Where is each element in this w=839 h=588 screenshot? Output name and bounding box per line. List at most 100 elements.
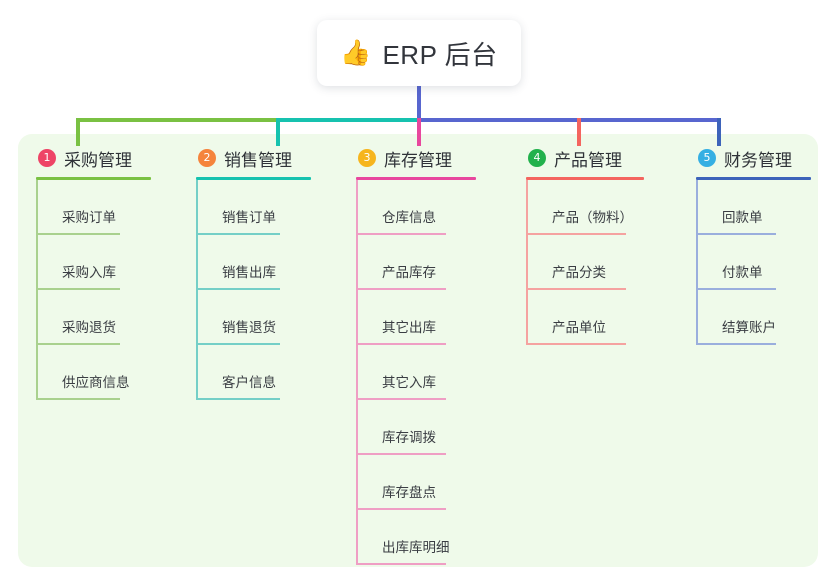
root-node-erp-backend[interactable]: 👍 ERP 后台 [317, 20, 521, 86]
list-item-label: 回款单 [722, 210, 763, 225]
column-4: 4 产品管理产品（物料）产品分类产品单位 [526, 146, 644, 345]
list-item[interactable]: 产品分类 [526, 235, 654, 290]
list-item[interactable]: 库存调拨 [356, 400, 474, 455]
list-item[interactable]: 回款单 [696, 180, 804, 235]
list-item[interactable]: 客户信息 [196, 345, 308, 400]
list-item[interactable]: 销售订单 [196, 180, 308, 235]
list-item-label: 产品库存 [382, 265, 436, 280]
list-item-label: 库存盘点 [382, 485, 436, 500]
list-item-rule [358, 233, 446, 235]
drop-product [577, 118, 581, 146]
column-rule-1 [36, 177, 151, 180]
list-item-label: 产品（物料） [552, 210, 633, 225]
list-item-rule [358, 453, 446, 455]
drop-purchasing [76, 118, 80, 146]
column-spine-2 [196, 180, 198, 400]
list-item-label: 供应商信息 [62, 375, 130, 390]
column-items-3: 仓库信息产品库存其它出库其它入库库存调拨库存盘点出库库明细 [356, 180, 476, 565]
column-2: 2 销售管理销售订单销售出库销售退货客户信息 [196, 146, 311, 400]
list-item[interactable]: 库存盘点 [356, 455, 474, 510]
column-title-2: 销售管理 [224, 150, 292, 170]
list-item[interactable]: 产品（物料） [526, 180, 654, 235]
column-title-3: 库存管理 [384, 150, 452, 170]
list-item-rule [698, 288, 776, 290]
list-item[interactable]: 结算账户 [696, 290, 804, 345]
list-item-rule [38, 343, 120, 345]
column-3: 3 库存管理仓库信息产品库存其它出库其它入库库存调拨库存盘点出库库明细 [356, 146, 476, 565]
column-badge-5: 5 [698, 149, 716, 167]
drop-finance [717, 118, 721, 146]
column-badge-2: 2 [198, 149, 216, 167]
list-item[interactable]: 付款单 [696, 235, 804, 290]
list-item-label: 其它入库 [382, 375, 436, 390]
list-item-rule [198, 288, 280, 290]
list-item-rule [358, 398, 446, 400]
column-spine-1 [36, 180, 38, 400]
column-badge-3: 3 [358, 149, 376, 167]
list-item-rule [198, 343, 280, 345]
root-node-label: ERP 后台 [382, 39, 498, 70]
list-item[interactable]: 采购退货 [36, 290, 148, 345]
column-badge-1: 1 [38, 149, 56, 167]
list-item-rule [528, 343, 626, 345]
list-item[interactable]: 产品库存 [356, 235, 474, 290]
column-header-3[interactable]: 3 库存管理 [356, 146, 476, 170]
column-rule-4 [526, 177, 644, 180]
list-item-label: 采购订单 [62, 210, 116, 225]
list-item-rule [358, 508, 446, 510]
column-header-4[interactable]: 4 产品管理 [526, 146, 644, 170]
list-item-rule [38, 288, 120, 290]
column-badge-4: 4 [528, 149, 546, 167]
list-item-label: 客户信息 [222, 375, 276, 390]
bus-segment-left [78, 118, 278, 122]
list-item-rule [698, 343, 776, 345]
mindmap-panel [18, 134, 818, 567]
list-item[interactable]: 产品单位 [526, 290, 654, 345]
list-item-rule [698, 233, 776, 235]
list-item-rule [198, 398, 280, 400]
column-items-5: 回款单付款单结算账户 [696, 180, 811, 345]
list-item-label: 其它出库 [382, 320, 436, 335]
list-item-rule [38, 233, 120, 235]
drop-sales [276, 118, 280, 146]
list-item-rule [38, 398, 120, 400]
bus-segment-mid [278, 118, 419, 122]
column-header-2[interactable]: 2 销售管理 [196, 146, 311, 170]
column-title-4: 产品管理 [554, 150, 622, 170]
list-item[interactable]: 采购入库 [36, 235, 148, 290]
list-item-label: 产品单位 [552, 320, 606, 335]
list-item[interactable]: 仓库信息 [356, 180, 474, 235]
list-item[interactable]: 供应商信息 [36, 345, 148, 400]
list-item-label: 采购退货 [62, 320, 116, 335]
list-item-label: 销售退货 [222, 320, 276, 335]
list-item-label: 结算账户 [722, 320, 776, 335]
list-item-rule [198, 233, 280, 235]
list-item-label: 出库库明细 [382, 540, 450, 555]
thumbs-up-icon: 👍 [340, 38, 372, 67]
list-item[interactable]: 销售出库 [196, 235, 308, 290]
list-item-rule [358, 288, 446, 290]
list-item[interactable]: 其它入库 [356, 345, 474, 400]
list-item[interactable]: 采购订单 [36, 180, 148, 235]
list-item-label: 采购入库 [62, 265, 116, 280]
list-item-label: 销售订单 [222, 210, 276, 225]
list-item-label: 仓库信息 [382, 210, 436, 225]
list-item[interactable]: 出库库明细 [356, 510, 474, 565]
list-item-rule [358, 563, 446, 565]
drop-inventory [417, 118, 421, 146]
list-item[interactable]: 销售退货 [196, 290, 308, 345]
column-spine-3 [356, 180, 358, 565]
list-item-rule [358, 343, 446, 345]
column-items-4: 产品（物料）产品分类产品单位 [526, 180, 644, 345]
list-item-rule [528, 288, 626, 290]
column-rule-3 [356, 177, 476, 180]
list-item-label: 付款单 [722, 265, 763, 280]
list-item-label: 销售出库 [222, 265, 276, 280]
bus-segment-right [419, 118, 719, 122]
list-item[interactable]: 其它出库 [356, 290, 474, 345]
